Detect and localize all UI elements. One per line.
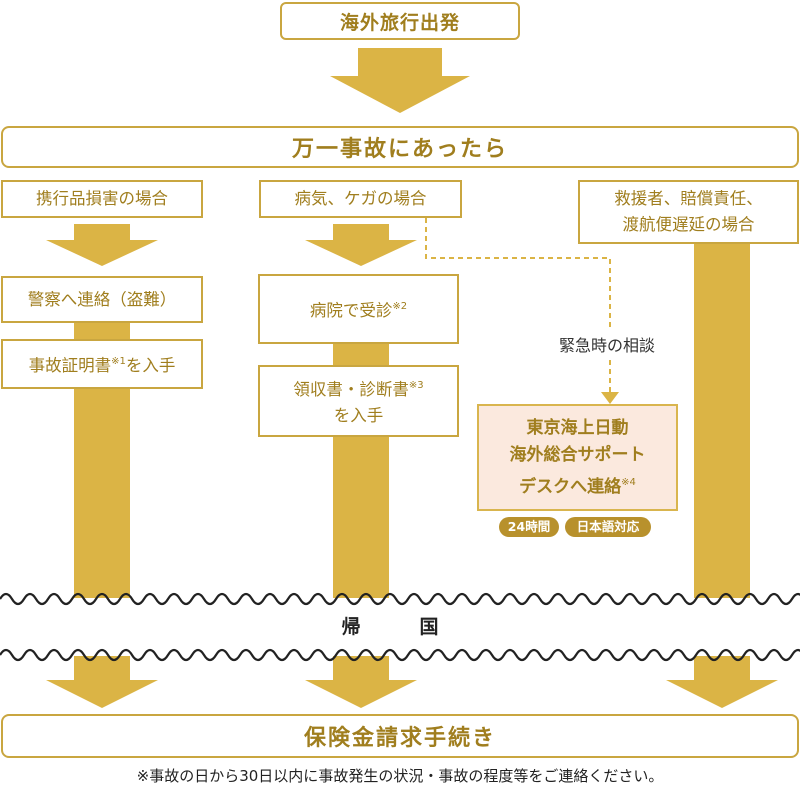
arrow-col1 (46, 224, 158, 266)
col2-step1: 病院で受診 (309, 301, 393, 320)
bar-col3 (694, 244, 750, 612)
col2-step2-box: 領収書・診断書※3 を入手 (258, 365, 459, 437)
col2-head-box: 病気、ケガの場合 (259, 180, 462, 218)
claim-box: 保険金請求手続き (1, 714, 799, 758)
col1-step2-text: 事故証明書※1を入手 (29, 349, 176, 379)
col2-step1-box: 病院で受診※2 (258, 274, 459, 344)
col2-step2-line1: 領収書・診断書 (293, 380, 409, 399)
col1-head-box: 携行品損害の場合 (1, 180, 203, 218)
col2-step1-note: ※2 (392, 301, 408, 312)
arrow-start-to-incident (330, 48, 470, 113)
arrow-col1-claim (46, 650, 158, 708)
arrow-col3-claim (666, 650, 778, 708)
badge-japanese: 日本語対応 (565, 517, 651, 537)
col2-step2-note: ※3 (408, 380, 424, 391)
col1-head: 携行品損害の場合 (36, 189, 168, 208)
incident-box: 万一事故にあったら (1, 126, 799, 168)
col2-step2-line1-wrap: 領収書・診断書※3 (293, 373, 423, 403)
col1-step2-tail: を入手 (125, 356, 176, 375)
col1-step2-note: ※1 (111, 356, 126, 367)
col1-step1-box: 警察へ連絡（盗難） (1, 276, 203, 323)
col1-step2-box: 事故証明書※1を入手 (1, 339, 203, 389)
desk-line3-wrap: デスクへ連絡※4 (519, 469, 636, 501)
return-home-label: 帰 国 (341, 616, 459, 638)
emergency-label: 緊急時の相談 (559, 336, 656, 355)
arrow-col2-claim (305, 650, 417, 708)
col3-head-line1: 救援者、賠償責任、 (614, 189, 763, 208)
col2-step2-line2: を入手 (333, 406, 384, 425)
desk-note: ※4 (621, 476, 636, 488)
col2-step1-text: 病院で受診※2 (310, 294, 407, 324)
emergency-arrowhead (601, 392, 619, 404)
claim-label: 保険金請求手続き (303, 726, 496, 751)
badge-24h: 24時間 (499, 517, 559, 537)
footnote: ※事故の日から30日以内に事故発生の状況・事故の程度等をご連絡ください。 (136, 767, 664, 785)
desk-line2: 海外総合サポート (509, 444, 646, 465)
return-band (0, 598, 800, 656)
desk-line3: デスクへ連絡 (519, 476, 622, 497)
incident-label: 万一事故にあったら (291, 137, 508, 162)
wave-top (0, 592, 800, 606)
desk-line1: 東京海上日動 (526, 417, 629, 438)
col1-step1: 警察へ連絡（盗難） (27, 289, 177, 309)
emergency-dashed-path (425, 218, 611, 328)
col3-head-line2: 渡航便遅延の場合 (622, 215, 755, 234)
start-box: 海外旅行出発 (280, 2, 520, 40)
col1-step2: 事故証明書 (28, 356, 112, 375)
start-label: 海外旅行出発 (339, 11, 460, 34)
col3-head-box: 救援者、賠償責任、 渡航便遅延の場合 (578, 180, 799, 244)
col2-head: 病気、ケガの場合 (294, 189, 427, 208)
arrow-col2 (305, 224, 417, 266)
desk-box: 東京海上日動 海外総合サポート デスクへ連絡※4 (477, 404, 678, 511)
wave-bottom (0, 648, 800, 662)
